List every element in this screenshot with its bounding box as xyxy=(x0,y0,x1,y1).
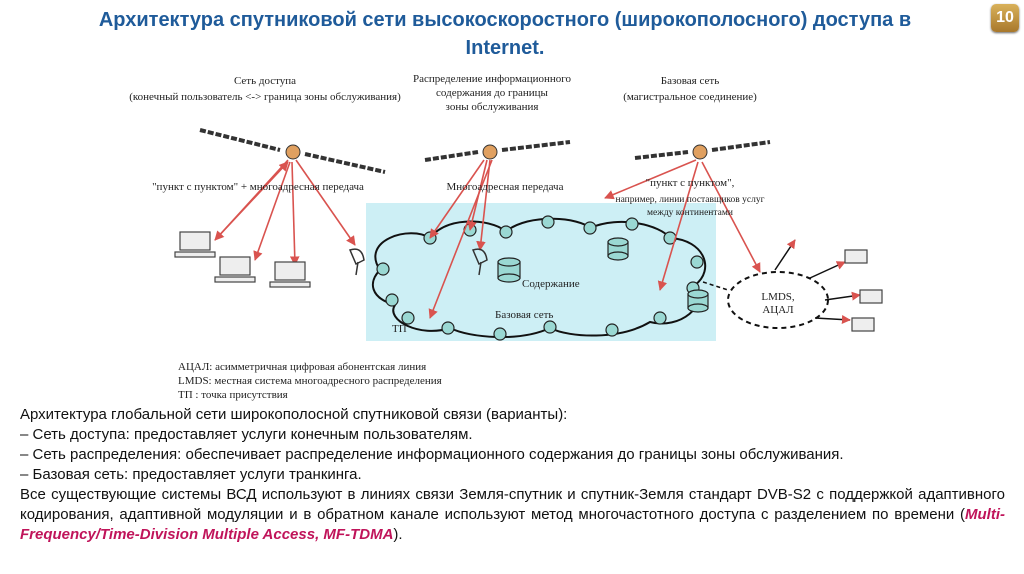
body-paragraph-text: Все существующие системы ВСД используют … xyxy=(20,486,1005,523)
label-p2p: "пункт с пунктом", xyxy=(646,177,735,189)
satellite-icon xyxy=(199,128,386,174)
label-tp: ТП xyxy=(392,323,407,335)
body-line-distribution: – Сеть распределения: обеспечивает распр… xyxy=(20,446,844,463)
body-line-access: – Сеть доступа: предоставляет услуги кон… xyxy=(20,426,473,443)
label-access-net: Сеть доступа xyxy=(234,75,296,87)
body-line-intro: Архитектура глобальной сети широкополосн… xyxy=(20,406,568,423)
label-p2p-sub: например, линии поставщиков услуг xyxy=(615,195,764,205)
label-core-net-sub: (магистральное соединение) xyxy=(623,91,757,103)
label-core-in-cloud: Базовая сеть xyxy=(495,309,553,321)
network-diagram: Сеть доступа (конечный пользователь <-> … xyxy=(129,73,883,401)
satellite-icon xyxy=(634,140,771,160)
label-multicast: Многоадресная передача xyxy=(447,181,564,193)
label-p2p-multicast: "пункт с пунктом" + многоадресная переда… xyxy=(152,181,364,193)
content-servers xyxy=(497,237,709,313)
label-p2p-sub-2: между континентами xyxy=(647,208,733,218)
slide-title: Архитектура спутниковой сети высокоскоро… xyxy=(98,9,912,59)
page-number-badge: 10 xyxy=(991,4,1019,32)
satellite-icon xyxy=(424,140,571,162)
label-distribution-3: зоны обслуживания xyxy=(446,101,539,113)
slide-body: Архитектура глобальной сети широкополосн… xyxy=(20,405,1005,545)
link-arrows xyxy=(214,159,761,319)
label-distribution: Распределение информационного xyxy=(413,73,572,85)
legend-item-tp: ТП : точка присутствия xyxy=(178,389,288,401)
label-lmds: LMDS, xyxy=(761,291,795,303)
label-content: Содержание xyxy=(522,278,580,290)
label-distribution-2: содержания до границы xyxy=(436,87,549,99)
label-core-net: Базовая сеть xyxy=(661,75,719,87)
legend-item-lmds: LMDS: местная система многоадресного рас… xyxy=(178,375,442,387)
terminal-icon xyxy=(174,231,883,332)
lmds-links xyxy=(774,239,861,325)
legend-item-adsl: АЦАЛ: асимметричная цифровая абонентская… xyxy=(178,361,426,373)
dish-antenna-icon xyxy=(348,248,488,276)
body-paragraph: Все существующие системы ВСД используют … xyxy=(20,485,1005,545)
label-adsl: АЦАЛ xyxy=(762,304,794,316)
body-line-core: – Базовая сеть: предоставляет услуги тра… xyxy=(20,466,362,483)
label-access-net-sub: (конечный пользователь <-> граница зоны … xyxy=(129,91,401,103)
body-paragraph-end: ). xyxy=(393,526,403,543)
mf-tdma-highlight: Multi-Frequency/Time-Division Multiple A… xyxy=(20,506,1005,543)
